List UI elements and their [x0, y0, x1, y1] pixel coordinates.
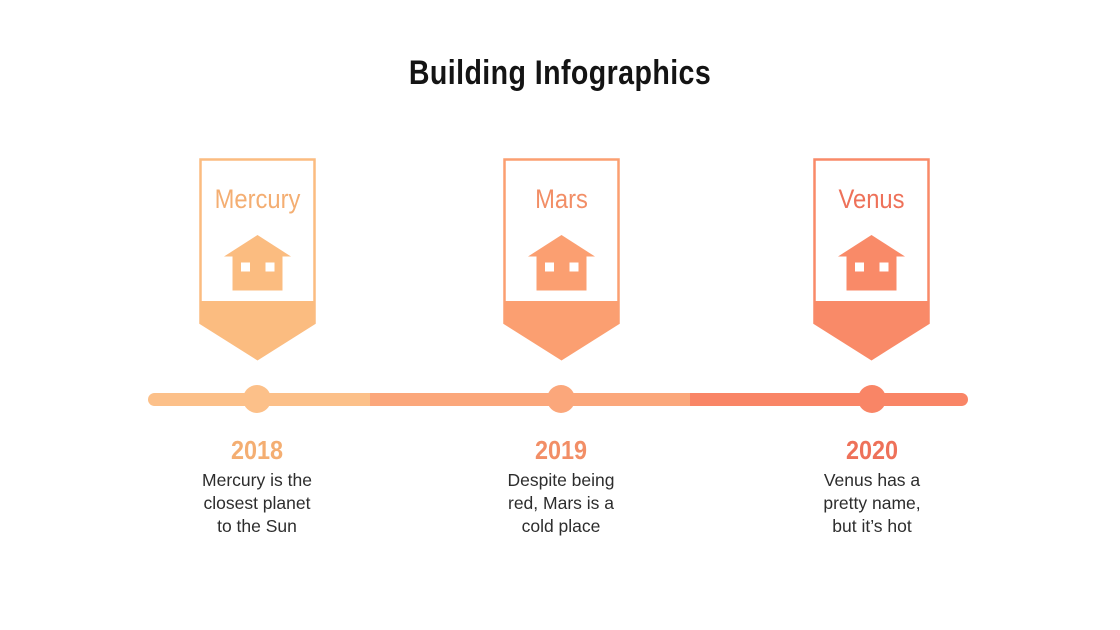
- banner-bottom-fill: [814, 301, 929, 359]
- banner-name: Venus: [838, 184, 905, 214]
- house-icon: [528, 235, 595, 291]
- house-window: [265, 262, 275, 272]
- description-line: to the Sun: [217, 516, 297, 536]
- milestone-banner-venus: Venus: [813, 158, 930, 361]
- description-line: closest planet: [203, 493, 311, 513]
- house-window: [241, 262, 250, 272]
- banner-bottom-fill: [504, 301, 619, 359]
- house-window: [855, 262, 864, 272]
- milestone-description-mercury: Mercury is the closest planet to the Sun: [167, 469, 347, 538]
- house-window: [879, 262, 889, 272]
- description-line: but it’s hot: [832, 516, 912, 536]
- banner-pennant-shape: [199, 158, 316, 361]
- banner-name: Mars: [535, 184, 588, 214]
- milestone-banner-mars: Mars: [503, 158, 620, 361]
- banner-pennant-shape: [503, 158, 620, 361]
- timeline-segment-2019: [370, 393, 690, 406]
- timeline-bar: [148, 393, 968, 406]
- milestone-banner-mercury: Mercury: [199, 158, 316, 361]
- timeline-dot-2018: [243, 385, 271, 413]
- year-label-2018: 2018: [230, 435, 284, 465]
- banner-pennant-shape: [813, 158, 930, 361]
- timeline-dot-2020: [858, 385, 886, 413]
- page-title: Building Infographics: [408, 54, 712, 92]
- year-label-2019: 2019: [534, 435, 588, 465]
- description-line: cold place: [521, 516, 601, 536]
- house-icon: [838, 235, 905, 291]
- description-line: pretty name,: [823, 493, 921, 513]
- house-icon: [224, 235, 291, 291]
- banner-name: Mercury: [214, 184, 301, 214]
- banner-bottom-fill: [200, 301, 315, 359]
- house-window: [569, 262, 579, 272]
- timeline-segment-2020: [690, 393, 968, 406]
- milestone-description-venus: Venus has a pretty name, but it’s hot: [782, 469, 962, 538]
- house-window: [545, 262, 554, 272]
- year-label-2020: 2020: [845, 435, 899, 465]
- description-line: Venus has a: [823, 470, 921, 490]
- description-line: Despite being: [507, 470, 615, 490]
- milestone-description-mars: Despite being red, Mars is a cold place: [471, 469, 651, 538]
- timeline-dot-2019: [547, 385, 575, 413]
- description-line: red, Mars is a: [508, 493, 614, 513]
- description-line: Mercury is the: [202, 470, 312, 490]
